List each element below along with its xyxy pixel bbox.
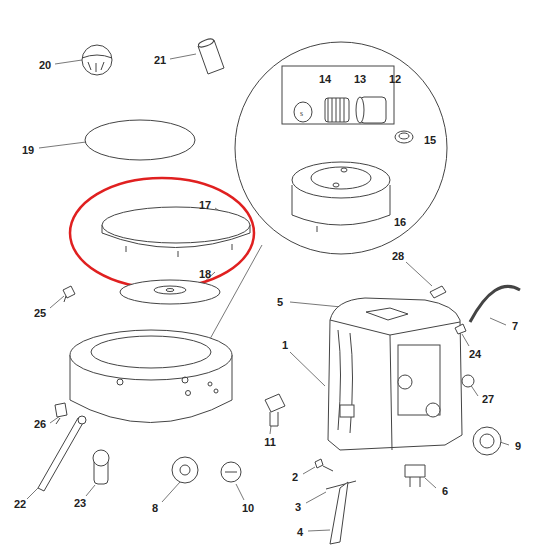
callout-number: 5 xyxy=(277,297,283,308)
callout-number: 6 xyxy=(442,486,448,497)
callout-number: 18 xyxy=(199,269,211,280)
pump-unit xyxy=(315,286,520,544)
callout-number: 14 xyxy=(319,74,331,85)
callout-number: 2 xyxy=(292,472,298,483)
callout-number: 9 xyxy=(515,441,521,452)
callout-number: 4 xyxy=(297,527,303,538)
callout-number: 20 xyxy=(39,60,51,71)
callout-number: 7 xyxy=(512,321,518,332)
callout-number: 23 xyxy=(74,498,86,509)
callout-number: 16 xyxy=(394,217,406,228)
magnified-filter: s xyxy=(235,42,447,254)
cartridge-21 xyxy=(197,37,224,74)
callout-number: 28 xyxy=(392,251,404,262)
spa-pool xyxy=(70,330,232,423)
callout-number: 26 xyxy=(34,419,46,430)
callout-number: 8 xyxy=(152,503,158,514)
callout-number: 27 xyxy=(482,394,494,405)
callout-number: 24 xyxy=(469,349,481,360)
callout-number: 13 xyxy=(354,74,366,85)
callout-number: 21 xyxy=(154,55,166,66)
callout-number: 1 xyxy=(282,340,288,351)
callout-number: 3 xyxy=(295,502,301,513)
callout-number: 10 xyxy=(242,503,254,514)
callout-number: 25 xyxy=(34,308,46,319)
callout-number: 11 xyxy=(264,437,276,448)
callout-number: 17 xyxy=(199,200,211,211)
svg-text:s: s xyxy=(300,109,303,118)
callout-number: 19 xyxy=(22,145,34,156)
spa-ball xyxy=(82,45,112,75)
callout-number: 22 xyxy=(14,499,26,510)
fittings xyxy=(38,394,285,491)
callout-number: 12 xyxy=(389,74,401,85)
callout-number: 15 xyxy=(424,135,436,146)
cover-parts xyxy=(63,120,254,304)
